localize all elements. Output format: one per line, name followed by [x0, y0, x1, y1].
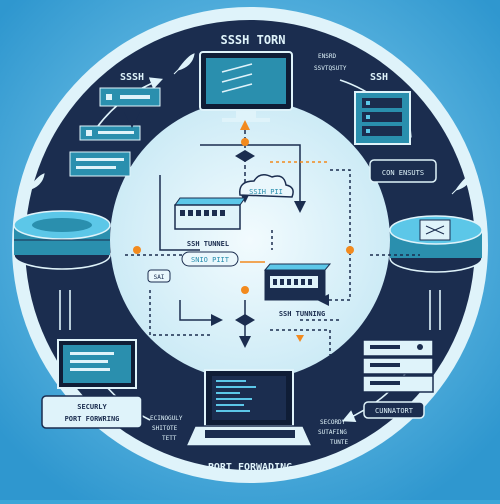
- cloud-label: SSIH PII: [249, 188, 283, 196]
- node-left-label: SAI: [154, 274, 165, 281]
- top-right-server: [354, 91, 411, 145]
- right-router: [389, 215, 483, 273]
- leaf-icon: [173, 53, 195, 75]
- right-server-stack: [362, 339, 434, 393]
- bottom-left-note-1: ECINOGULY: [150, 415, 183, 422]
- left-bar-2: [79, 112, 141, 141]
- left-panel: SECURLY PORT FORWRING: [41, 395, 143, 429]
- leaf-icon: [23, 173, 45, 195]
- tunnel-switch: [174, 197, 246, 230]
- tunnel-switch-2: [263, 263, 332, 301]
- inner-circle: [110, 100, 390, 380]
- top-right-note-1: ENSRD: [318, 53, 336, 60]
- top-left-bar: [99, 87, 161, 107]
- panel-left-line-2: PORT FORWRING: [65, 415, 120, 423]
- pill-label: SNIO PIIT: [191, 256, 230, 264]
- tunnel-pill: SNIO PIIT: [181, 251, 239, 267]
- footer-label: PORT FORWADING: [208, 462, 292, 473]
- bottom-left-note-3: TETT: [162, 435, 177, 442]
- ssh-left-label: SSSH: [120, 72, 144, 83]
- bottom-right-note-2: SUTAFING: [318, 429, 347, 436]
- orange-accents: [133, 120, 354, 342]
- bottom-right-note-3: TUNTE: [330, 439, 348, 446]
- panel-left-line-1: SECURLY: [77, 403, 107, 411]
- left-bar-3: [69, 151, 131, 177]
- tunnel-label: SSH TUNNEL: [187, 240, 229, 248]
- bottom-right-note-1: SECORDY: [320, 419, 346, 426]
- con-box: CON ENSUTS: [369, 159, 437, 183]
- top-monitor: [199, 51, 293, 122]
- cloud: SSIH PII: [239, 174, 294, 198]
- left-router: [13, 210, 111, 270]
- bottom-left-note-2: SHITOTE: [152, 425, 178, 432]
- small-nodes: [235, 150, 255, 326]
- con-box-label: CON ENSUTS: [382, 169, 424, 177]
- right-panel: CUNNATORT: [363, 401, 425, 419]
- tunnel-bottom-label: SSH TUNNING: [279, 310, 325, 318]
- left-monitor: [57, 339, 137, 389]
- laptop: [184, 369, 314, 447]
- top-right-note-2: SSVTQSUTY: [314, 65, 347, 72]
- node-left: SAI: [147, 269, 171, 283]
- ssh-right-label: SSH: [370, 72, 388, 83]
- leaf-icon: [451, 173, 473, 195]
- inner-flows: [125, 130, 420, 355]
- panel-right-label: CUNNATORT: [375, 407, 414, 415]
- diagram-title: SSSH TORN: [220, 33, 285, 47]
